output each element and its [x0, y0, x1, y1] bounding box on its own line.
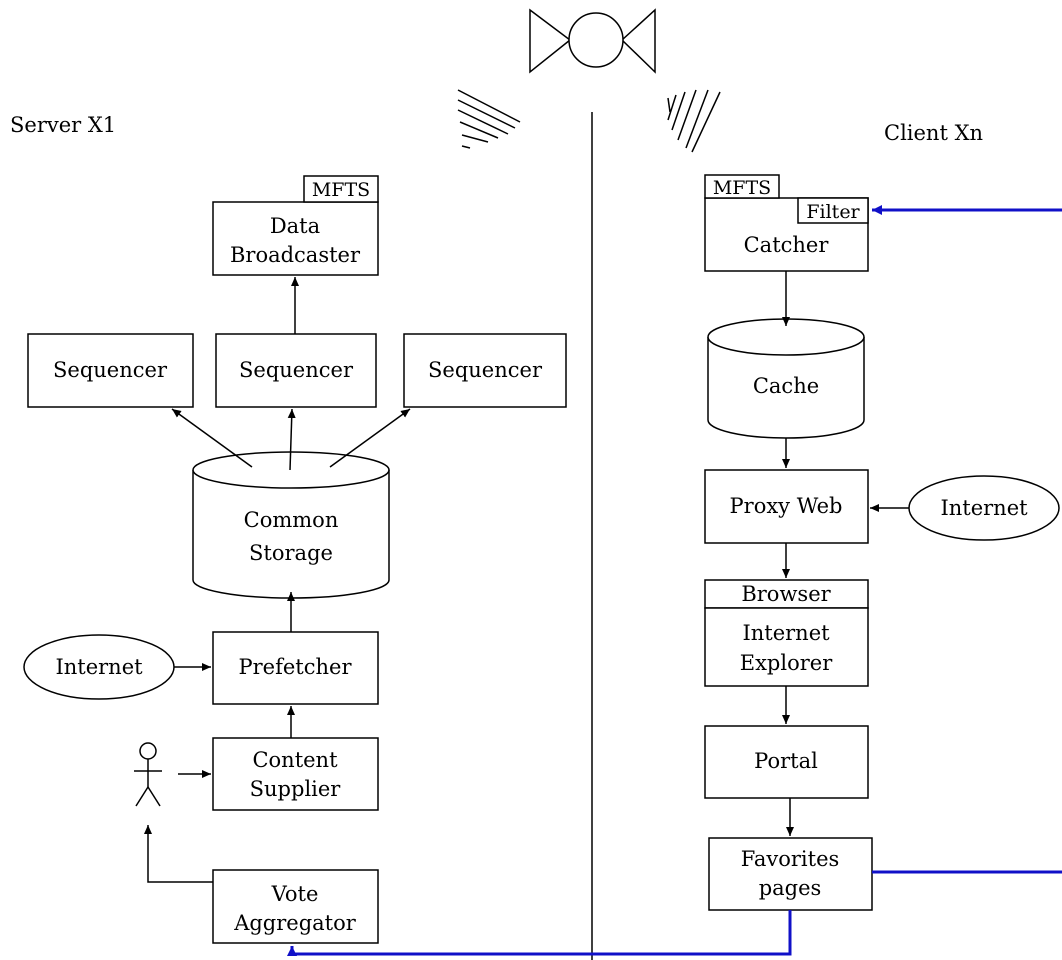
data-broadcaster-line2: Broadcaster [230, 243, 361, 267]
common-storage-node: Common Storage [192, 451, 390, 599]
filter-tag: Filter [806, 201, 860, 223]
signal-waves-icon [667, 89, 721, 153]
client-arrows [782, 271, 909, 836]
vote-aggregator-node: Vote Aggregator [212, 869, 379, 944]
portal-node: Portal [704, 725, 869, 799]
actor-icon [134, 742, 162, 807]
mfts-tag: MFTS [312, 179, 370, 201]
cache-label: Cache [753, 374, 819, 398]
content-supplier-node: Content Supplier [212, 737, 379, 811]
internet-explorer-line1: Internet [742, 621, 830, 645]
favorites-pages-line1: Favorites [741, 847, 840, 871]
sequencer-node: Sequencer [27, 333, 194, 408]
satellite-icon [529, 8, 656, 74]
favorites-pages-node: Favorites pages [708, 837, 873, 911]
sequencer-node: Sequencer [215, 333, 377, 408]
portal-label: Portal [754, 749, 818, 773]
catcher-label: Catcher [744, 233, 830, 257]
sequencer-label: Sequencer [428, 358, 543, 382]
proxy-web-node: Proxy Web [704, 469, 869, 544]
data-broadcaster-line1: Data [270, 214, 320, 238]
server-title: Server X1 [10, 113, 116, 137]
prefetcher-label: Prefetcher [239, 655, 353, 679]
proxy-web-label: Proxy Web [730, 494, 843, 518]
content-supplier-line2: Supplier [250, 777, 342, 801]
data-broadcaster-node: MFTS Data Broadcaster [212, 175, 379, 276]
common-storage-line1: Common [244, 508, 339, 532]
feedback-lines [287, 205, 1062, 956]
mfts-tag: MFTS [713, 177, 771, 199]
vote-aggregator-line1: Vote [271, 882, 319, 906]
internet-label: Internet [940, 496, 1028, 520]
internet-node: Internet [23, 634, 175, 700]
sequencer-node: Sequencer [403, 333, 567, 408]
cache-node: Cache [707, 318, 865, 439]
server-arrows [144, 277, 411, 883]
client-title: Client Xn [884, 121, 983, 145]
browser-label: Browser [741, 582, 831, 606]
internet-explorer-line2: Explorer [740, 651, 833, 675]
browser-node: Browser Internet Explorer [704, 579, 869, 687]
sequencer-label: Sequencer [239, 358, 354, 382]
signal-waves-icon [457, 89, 521, 149]
internet-label: Internet [55, 655, 143, 679]
internet-node: Internet [908, 475, 1060, 541]
favorites-pages-line2: pages [759, 876, 822, 900]
vote-aggregator-line2: Aggregator [233, 911, 357, 935]
prefetcher-node: Prefetcher [212, 631, 379, 705]
sequencer-label: Sequencer [53, 358, 168, 382]
common-storage-line2: Storage [249, 541, 333, 565]
catcher-node: MFTS Filter Catcher [704, 174, 869, 272]
content-supplier-line1: Content [252, 748, 338, 772]
